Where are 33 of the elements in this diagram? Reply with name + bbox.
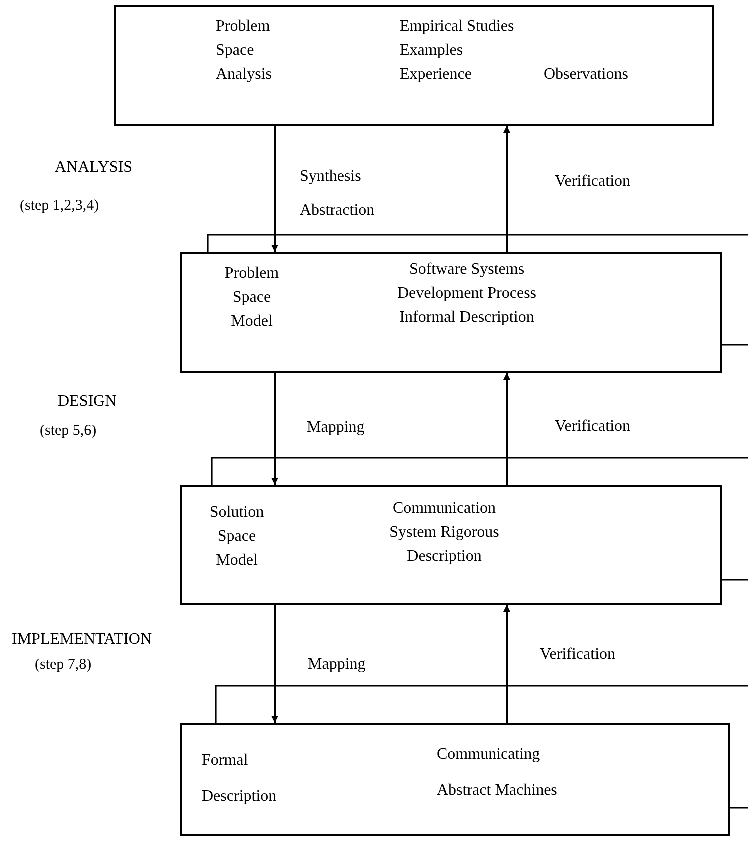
box-text: Problem Space Analysis — [216, 17, 273, 85]
process-box — [114, 5, 714, 126]
process-box — [180, 723, 730, 836]
phase-label: DESIGN — [58, 392, 117, 412]
process-box — [180, 485, 722, 605]
box-text: Observations — [544, 65, 630, 85]
arrow — [272, 126, 278, 252]
connector-line — [722, 344, 748, 346]
phase-label: IMPLEMENTATION — [12, 630, 152, 650]
connector-line — [722, 579, 748, 581]
phase-label: (step 7,8) — [35, 656, 92, 675]
connector-line — [211, 457, 748, 485]
connector-line — [730, 807, 748, 809]
arrow — [504, 126, 510, 252]
connector-line — [207, 234, 748, 252]
arrow — [272, 373, 278, 485]
edge-label: Mapping — [308, 655, 366, 675]
connector-line — [215, 685, 748, 723]
arrow — [272, 605, 278, 723]
arrow — [504, 373, 510, 485]
box-text: Formal Description — [202, 751, 278, 807]
process-box — [180, 252, 722, 373]
phase-label: (step 1,2,3,4) — [20, 197, 100, 216]
box-text: Empirical Studies Examples Experience — [400, 17, 516, 85]
edge-label: Mapping — [307, 418, 365, 438]
box-text: Communication System Rigorous Description — [388, 499, 500, 567]
phase-label: (step 5,6) — [40, 422, 97, 441]
box-text: Communicating Abstract Machines — [437, 745, 558, 801]
phase-label: ANALYSIS — [55, 158, 133, 178]
box-text: Software Systems Development Process Informal Description — [396, 260, 538, 328]
arrow — [504, 605, 510, 723]
box-text: Problem Space Model — [224, 264, 280, 332]
box-text: Solution Space Model — [208, 503, 266, 571]
